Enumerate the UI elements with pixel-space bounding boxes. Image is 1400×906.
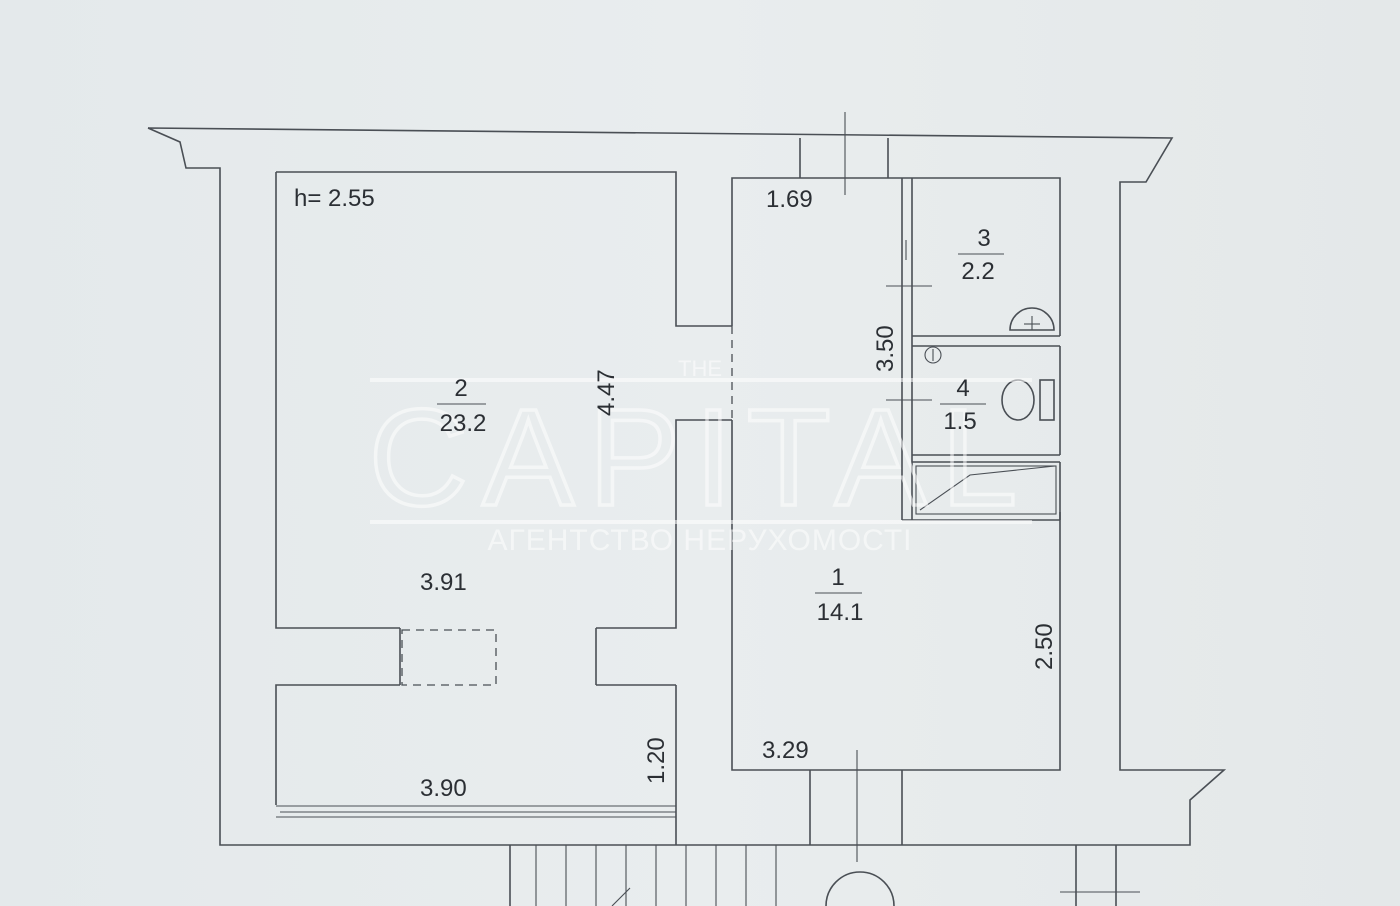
- dimension-label: 3.50: [872, 325, 899, 372]
- dimension-label: 2.50: [1031, 623, 1058, 670]
- room-4-area: 1.5: [943, 408, 976, 435]
- dimension-label: 1.69: [766, 186, 813, 213]
- small-fixture-icon: [924, 346, 942, 364]
- room-3-area: 2.2: [961, 258, 994, 285]
- room-1-outline: [731, 112, 1061, 862]
- room-2-area: 23.2: [440, 410, 487, 437]
- dimension-label: 3.91: [420, 569, 467, 596]
- room-1-number: 1: [831, 564, 844, 591]
- ceiling-height-label: h= 2.55: [294, 185, 375, 212]
- washbasin-icon: [1009, 307, 1055, 331]
- outer-walls: [147, 127, 1227, 846]
- dimension-label: 1.20: [643, 737, 670, 784]
- staircase: [509, 845, 1140, 906]
- dimension-label: 4.47: [593, 369, 620, 416]
- room-4-number: 4: [956, 375, 969, 402]
- room-3-number: 3: [977, 225, 990, 252]
- room-2-number: 2: [454, 375, 467, 402]
- labels: h= 2.55 1.69 4.47 3.50 3.91 2.50 3.29 1.…: [294, 185, 1058, 802]
- dimension-label: 3.29: [762, 737, 809, 764]
- watermark-brand: CAPITAL: [369, 381, 1032, 535]
- room-2-outline: [275, 171, 732, 845]
- dimension-label: 3.90: [420, 775, 467, 802]
- watermark: THE CAPITAL АГЕНТСТВО НЕРУХОМОСТІ: [367, 356, 1032, 557]
- dashed-openings: [401, 326, 733, 686]
- watermark-small: THE: [678, 356, 722, 381]
- room-1-area: 14.1: [817, 599, 864, 626]
- watermark-tagline: АГЕНТСТВО НЕРУХОМОСТІ: [487, 524, 912, 557]
